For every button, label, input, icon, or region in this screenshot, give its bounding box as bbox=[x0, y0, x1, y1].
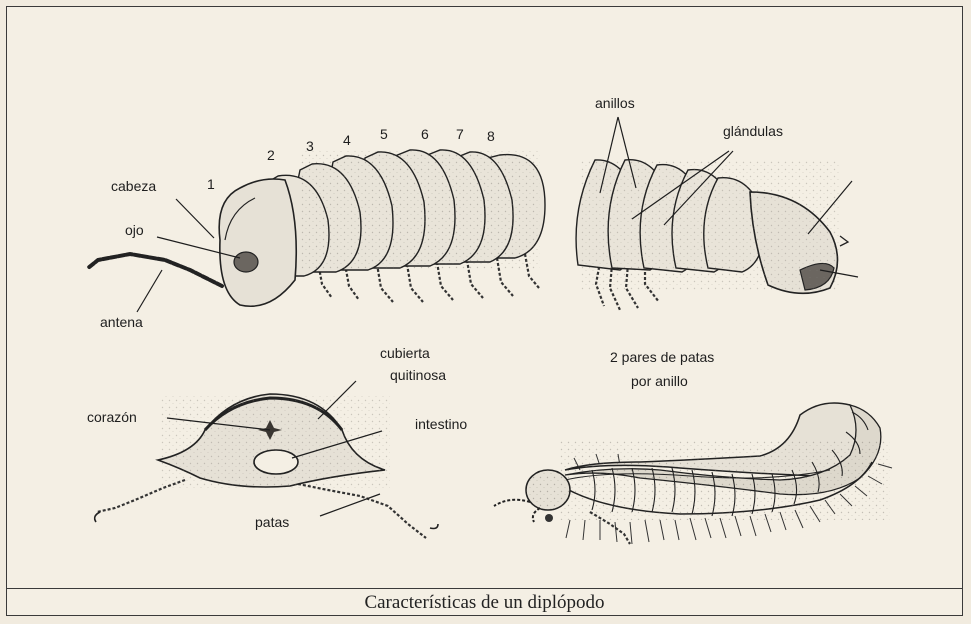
figure-caption: Características de un diplópodo bbox=[364, 592, 604, 614]
side-view-drawing bbox=[88, 150, 545, 306]
side-view-body-rings bbox=[263, 150, 545, 276]
segment-number-4: 4 bbox=[343, 132, 351, 148]
leader-patas bbox=[320, 494, 380, 516]
label-cabeza: cabeza bbox=[111, 178, 156, 194]
label-anillos: anillos bbox=[595, 95, 635, 111]
segment-number-8: 8 bbox=[487, 128, 495, 144]
segment-number-6: 6 bbox=[421, 126, 429, 142]
leader-cabeza bbox=[176, 199, 214, 238]
segment-number-7: 7 bbox=[456, 126, 464, 142]
whole-millipede-drawing bbox=[494, 403, 892, 544]
label-cubierta-line1: cubierta bbox=[380, 345, 430, 361]
label-pares-line1: 2 pares de patas bbox=[610, 349, 714, 365]
label-intestino: intestino bbox=[415, 416, 467, 432]
label-pares-line2: por anillo bbox=[631, 373, 688, 389]
label-patas: patas bbox=[255, 514, 289, 530]
side-view-head bbox=[219, 179, 296, 306]
segment-number-2: 2 bbox=[267, 147, 275, 163]
caption-bar: Características de un diplópodo bbox=[6, 588, 963, 616]
rear-view-drawing bbox=[576, 160, 848, 310]
side-view-eye bbox=[234, 252, 258, 272]
label-glandulas: glándulas bbox=[723, 123, 783, 139]
label-cubierta-line2: quitinosa bbox=[390, 367, 446, 383]
leader-antena bbox=[137, 270, 162, 312]
label-ojo: ojo bbox=[125, 222, 144, 238]
label-antena: antena bbox=[100, 314, 143, 330]
segment-number-5: 5 bbox=[380, 126, 388, 142]
diplopod-illustration: 1 2 3 4 5 6 7 8 cabeza ojo antena anillo… bbox=[0, 0, 971, 588]
segment-number-1: 1 bbox=[207, 176, 215, 192]
label-corazon: corazón bbox=[87, 409, 137, 425]
intestine-shape bbox=[254, 450, 298, 474]
segment-number-3: 3 bbox=[306, 138, 314, 154]
